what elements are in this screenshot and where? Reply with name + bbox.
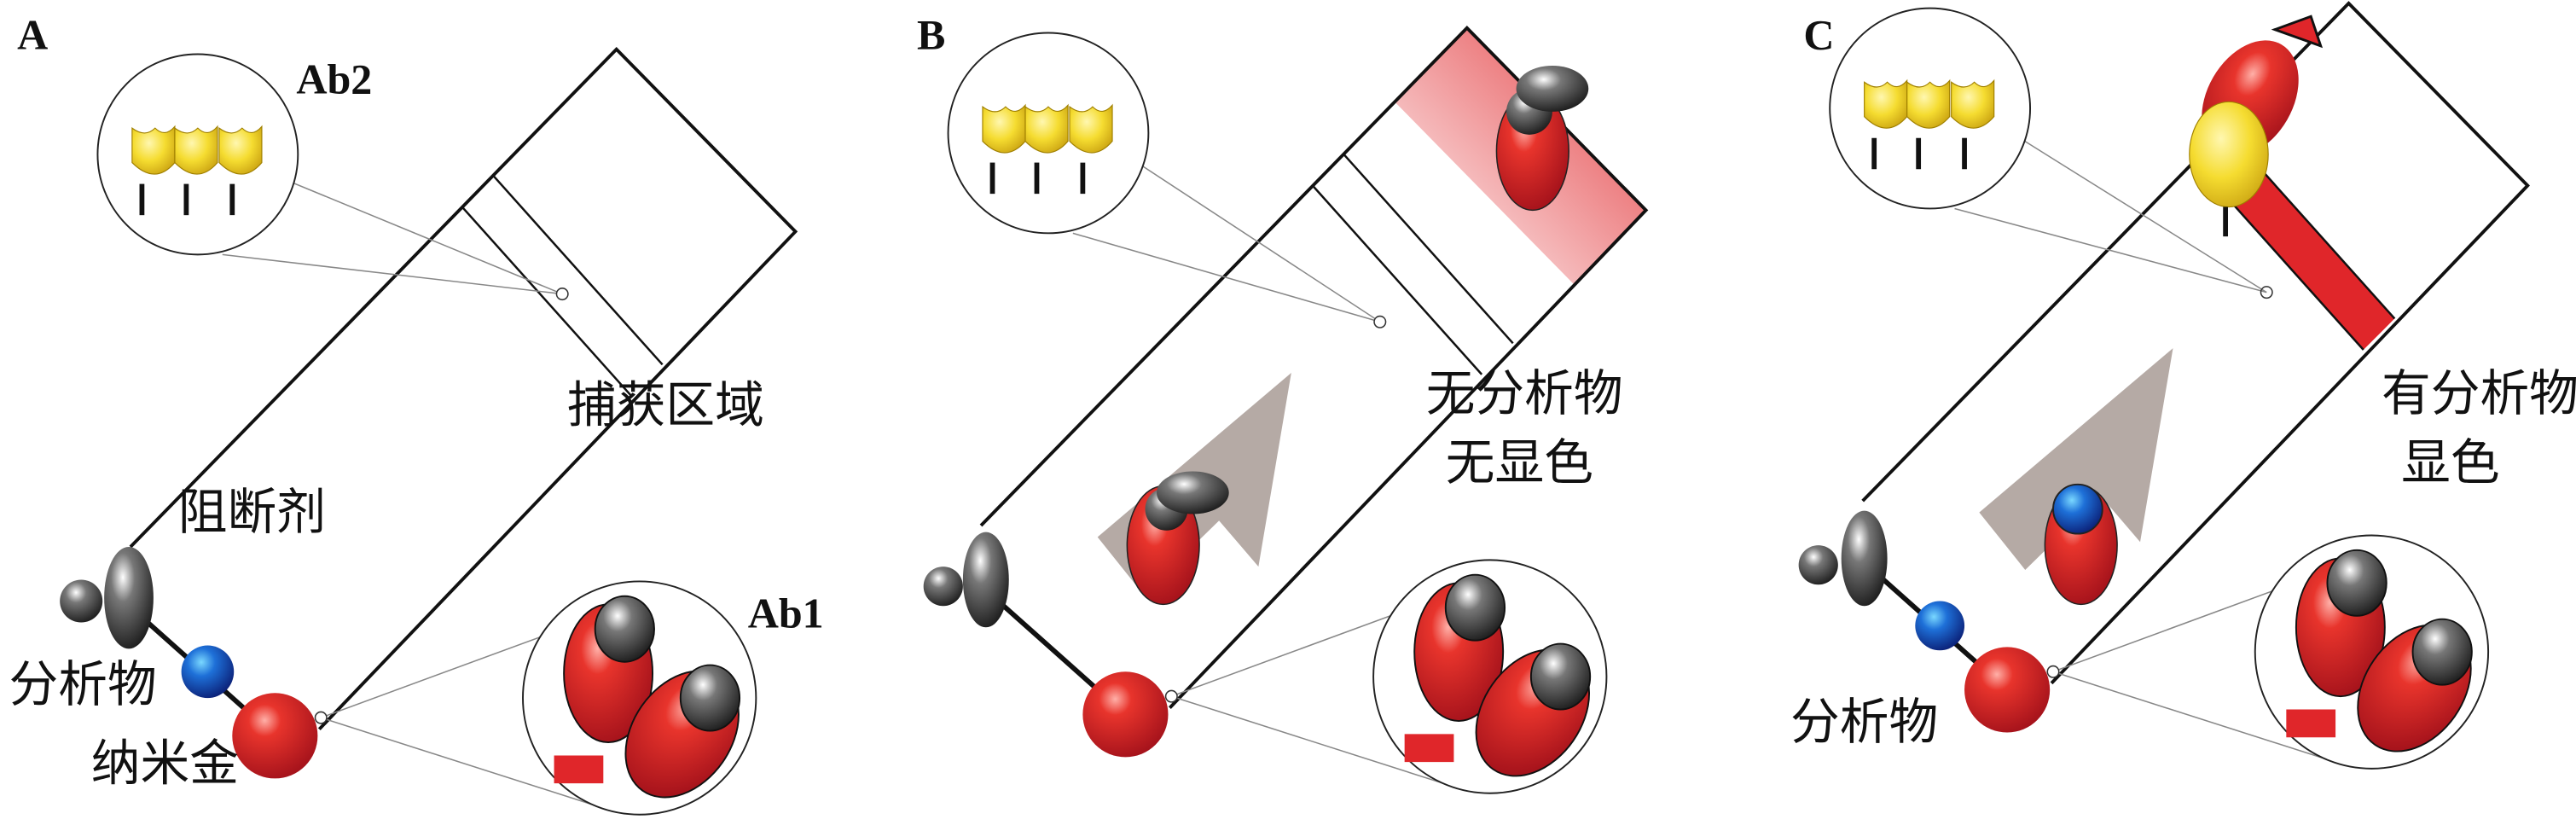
result-label-line2: 显色: [2401, 433, 2499, 491]
analyte-label: 分析物: [1790, 693, 1938, 751]
ab1-zoom-inset: [1372, 559, 1614, 799]
panel-a: A Ab2 Ab1 捕获区域 阻断剂 分析物 纳米金: [9, 11, 824, 820]
panel-letter: A: [17, 11, 48, 59]
gold-nanoparticle: [1964, 646, 2060, 734]
blocker-icon: [1798, 510, 1888, 607]
ab2-zoom-inset: [949, 32, 1149, 233]
ab1-zoom-inset: [522, 580, 763, 820]
capture-point-marker: [2260, 286, 2273, 299]
panel-b: B: [917, 11, 1648, 799]
capture-point-marker: [1373, 315, 1387, 328]
analyte-label: 分析物: [9, 655, 157, 713]
ab1-zoom-inset: [2254, 534, 2496, 774]
result-label-line1: 无分析物: [1426, 364, 1623, 422]
gold-nanoparticle: [1082, 671, 1178, 758]
capture-zone-label: 捕获区域: [567, 376, 764, 434]
analyte-sphere: [1915, 601, 1965, 651]
blocker-label: 阻断剂: [178, 483, 326, 541]
panel-c: C: [1790, 1, 2576, 774]
ab1-label: Ab1: [748, 589, 824, 636]
gold-label: 纳米金: [91, 734, 239, 792]
gold-antibody-conjugate: [1126, 471, 1229, 606]
ab2-zoom-inset: [1830, 9, 2030, 209]
panel-letter: B: [917, 11, 945, 59]
ab2-zoom-inset: [97, 55, 298, 255]
gold-antibody-analyte-conjugate: [2044, 483, 2118, 606]
sandwich-complex: [2189, 15, 2324, 237]
flow-arrow: [1979, 348, 2173, 570]
analyte-sphere: [181, 645, 235, 699]
blocker-icon: [60, 546, 154, 649]
result-label-line2: 无显色: [1446, 433, 1593, 491]
result-label-line1: 有分析物: [2382, 364, 2576, 422]
capture-point-marker: [555, 288, 569, 301]
panel-letter: C: [1803, 11, 1834, 59]
blocker-icon: [923, 532, 1009, 628]
ab2-label: Ab2: [296, 55, 372, 103]
gold-nanoparticle: [231, 692, 328, 780]
bound-antibody-top: [1495, 65, 1589, 212]
